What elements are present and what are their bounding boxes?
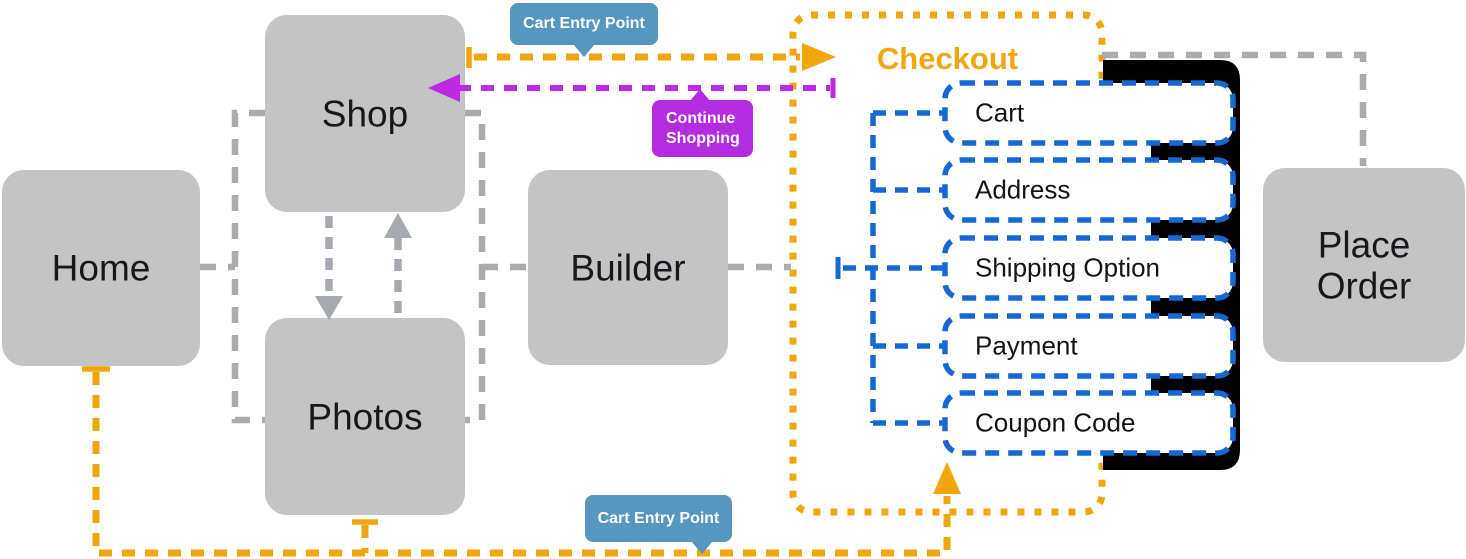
orange-line-home-bottom bbox=[92, 372, 947, 557]
annotation-cart-entry-point-bottom[interactable]: Cart Entry Point bbox=[585, 495, 732, 554]
purple-arrow-into-shop bbox=[428, 74, 460, 102]
checkout-step-box-shipping-option[interactable] bbox=[942, 235, 1236, 301]
checkout-step-label-payment: Payment bbox=[975, 330, 1078, 361]
checkout-step-label-cart: Cart bbox=[975, 97, 1025, 128]
tooltip-pointer-down-icon bbox=[573, 44, 595, 57]
connector-checkout-place-order bbox=[1102, 51, 1367, 166]
node-home-label: Home bbox=[51, 247, 151, 289]
checkout-step-label-address: Address bbox=[975, 174, 1071, 205]
node-place-order[interactable] bbox=[1263, 168, 1465, 362]
annotation-continue-shopping[interactable]: Continue Shopping bbox=[652, 89, 753, 157]
node-builder-label: Builder bbox=[570, 247, 686, 289]
checkout-title: Checkout bbox=[876, 41, 1019, 76]
arrow-photos-to-shop-head bbox=[384, 213, 412, 238]
orange-arrow-into-checkout bbox=[802, 43, 836, 71]
checkout-step-label-shipping-option: Shipping Option bbox=[975, 252, 1161, 283]
connector-left-loop bbox=[231, 109, 265, 424]
node-photos[interactable] bbox=[265, 318, 465, 515]
node-place-order-label: Place Order bbox=[1316, 224, 1412, 307]
arrow-shop-to-photos-head bbox=[315, 296, 343, 320]
annotation-cart-entry-point-top-text: Cart Entry Point bbox=[523, 15, 645, 32]
annotation-cart-entry-point-top[interactable]: Cart Entry Point bbox=[510, 3, 658, 57]
node-shop[interactable] bbox=[265, 15, 465, 212]
checkout-step-label-coupon-code: Coupon Code bbox=[975, 407, 1136, 438]
tooltip-pointer-up-icon bbox=[690, 89, 710, 101]
connector-right-loop bbox=[465, 109, 486, 424]
annotation-continue-shopping-text: Continue Shopping bbox=[666, 109, 740, 147]
node-photos-label: Photos bbox=[307, 396, 423, 438]
tooltip-pointer-down-icon bbox=[691, 541, 713, 554]
orange-arrow-up-into-checkout bbox=[933, 462, 961, 494]
node-builder[interactable] bbox=[528, 170, 728, 365]
node-shop-label: Shop bbox=[321, 93, 409, 135]
annotation-cart-entry-point-bottom-text: Cart Entry Point bbox=[597, 509, 720, 527]
node-home[interactable] bbox=[2, 170, 200, 366]
